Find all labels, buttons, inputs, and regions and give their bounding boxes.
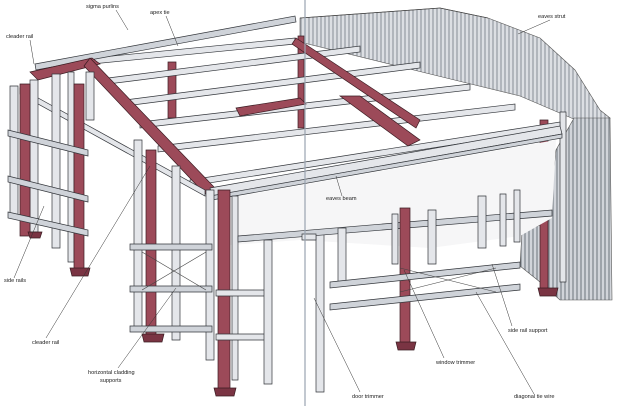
left-gable-frame (7, 71, 95, 277)
label-side-rails: side rails (4, 278, 26, 284)
label-sigma-purlins: sigma purlins (86, 4, 119, 10)
side-wall-frame (329, 189, 521, 351)
leader-lines (13, 9, 551, 395)
label-door-trimmer: door trimmer (352, 394, 384, 400)
label-window-trimmer: window trimmer (435, 360, 475, 366)
label-eaves-strut: eaves strut (538, 14, 566, 20)
roof-rafters (29, 37, 421, 195)
label-cleader-rail-top: cleader rail (6, 34, 33, 40)
label-horizontal-cladding-supports-2: supports (100, 378, 122, 384)
label-horizontal-cladding-supports-1: horizontal cladding (88, 370, 135, 376)
eaves-beams (19, 87, 563, 201)
label-side-rail-support: side rail support (508, 328, 548, 334)
front-main-frame (129, 139, 271, 397)
label-cleader-rail-bottom: cleader rail (32, 340, 59, 346)
label-diagonal-tie-wire: diagonal tie wire (514, 394, 554, 400)
label-apex-tie: apex tie (150, 10, 170, 16)
labels: cleader rail sigma purlins apex tie eave… (4, 4, 566, 400)
label-eaves-beam: eaves beam (326, 196, 357, 202)
